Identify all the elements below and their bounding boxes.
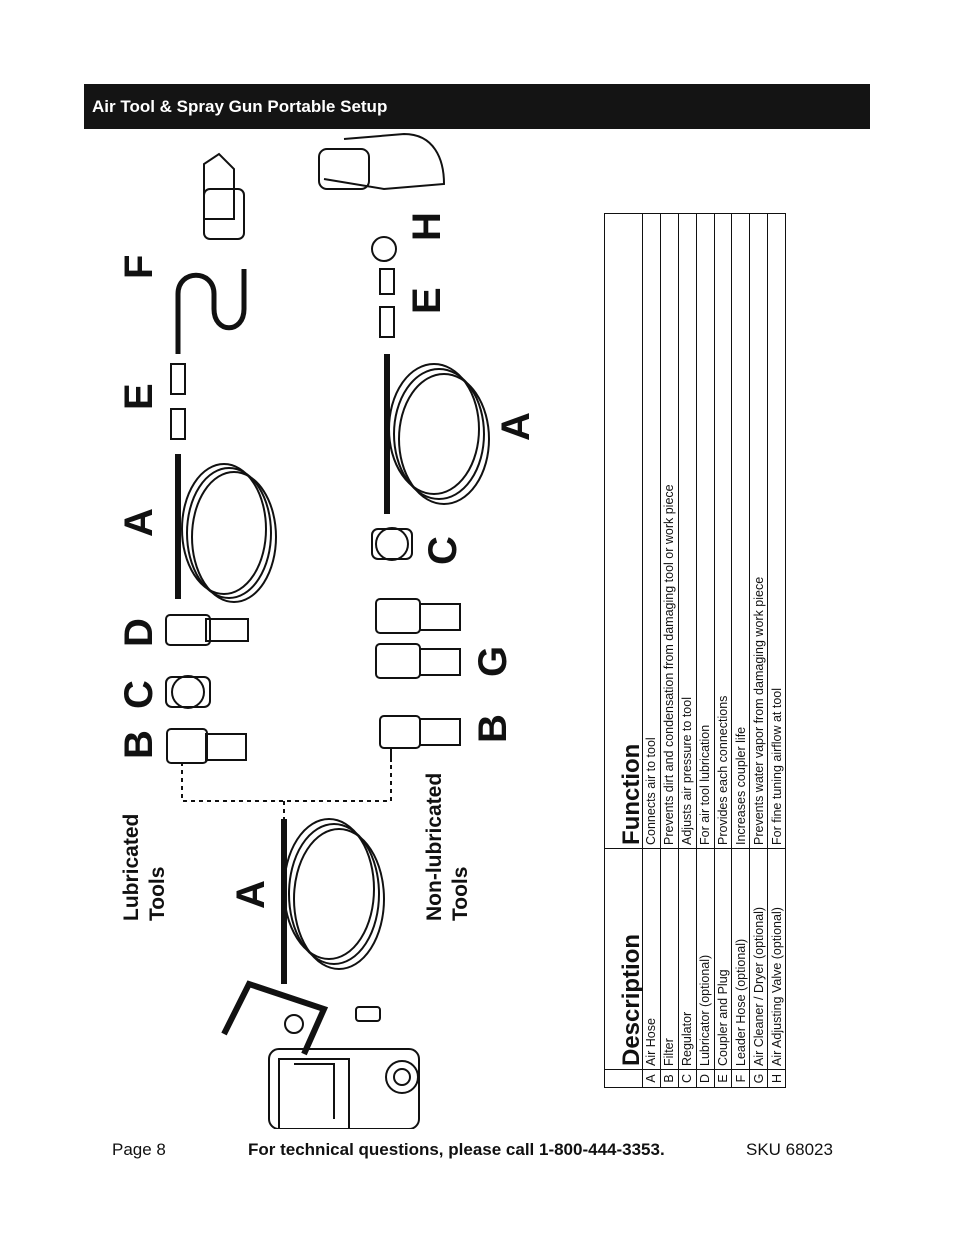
row-key: E bbox=[714, 1069, 732, 1088]
header-key bbox=[604, 1069, 643, 1088]
setup-diagram: A B C D A E F B G C A E H Lubricated Too… bbox=[117, 132, 538, 1129]
row-description: Air Hose bbox=[642, 848, 661, 1070]
non-lubricated-label-line2: Tools bbox=[449, 867, 472, 921]
row-function: For air tool lubrication bbox=[696, 213, 714, 849]
component-table: Description Function A Air Hose Connects… bbox=[604, 213, 786, 1088]
main-air-hose bbox=[281, 818, 385, 984]
table-row: F Leader Hose (optional) Increases coupl… bbox=[731, 213, 750, 1088]
label-c-top: C bbox=[117, 680, 161, 709]
table-row: B Filter Prevents dirt and condensation … bbox=[660, 213, 679, 1088]
lubricated-label-line2: Tools bbox=[146, 867, 169, 921]
table-row: E Coupler and Plug Provides each connect… bbox=[714, 213, 732, 1088]
row-description: Regulator bbox=[678, 848, 697, 1070]
bottom-row-components bbox=[318, 132, 490, 762]
row-description: Leader Hose (optional) bbox=[731, 848, 750, 1070]
lubricated-label-line1: Lubricated bbox=[120, 814, 143, 921]
row-function: Prevents water vapor from damaging work … bbox=[749, 213, 768, 849]
header-function: Function bbox=[604, 213, 643, 849]
air-compressor-illustration bbox=[221, 980, 420, 1129]
header-description: Description bbox=[604, 848, 643, 1070]
row-function: Connects air to tool bbox=[642, 213, 661, 849]
table-row: D Lubricator (optional) For air tool lub… bbox=[696, 213, 714, 1088]
row-description: Lubricator (optional) bbox=[696, 848, 714, 1070]
table-row: H Air Adjusting Valve (optional) For fin… bbox=[767, 213, 786, 1088]
row-function: Provides each connections bbox=[714, 213, 732, 849]
table-row: C Regulator Adjusts air pressure to tool bbox=[678, 213, 697, 1088]
label-c-bottom: C bbox=[421, 536, 465, 565]
section-header: Air Tool & Spray Gun Portable Setup bbox=[84, 84, 870, 129]
label-d-top: D bbox=[117, 618, 161, 647]
label-a-main: A bbox=[229, 880, 273, 909]
row-function: Adjusts air pressure to tool bbox=[678, 213, 697, 849]
row-key: H bbox=[767, 1069, 786, 1088]
label-g-bottom: G bbox=[471, 646, 515, 677]
row-key: G bbox=[749, 1069, 768, 1088]
table-row: G Air Cleaner / Dryer (optional) Prevent… bbox=[749, 213, 768, 1088]
tech-support-line: For technical questions, please call 1-8… bbox=[248, 1140, 665, 1159]
label-e-top: E bbox=[117, 383, 161, 410]
page-number: Page 8 bbox=[112, 1140, 166, 1159]
row-function: For fine tuning airflow at tool bbox=[767, 213, 786, 849]
row-description: Filter bbox=[660, 848, 679, 1070]
section-title: Air Tool & Spray Gun Portable Setup bbox=[92, 97, 388, 116]
row-function: Prevents dirt and condensation from dama… bbox=[660, 213, 679, 849]
row-key: D bbox=[696, 1069, 714, 1088]
row-function: Increases coupler life bbox=[731, 213, 750, 849]
label-h-bottom: H bbox=[405, 212, 449, 241]
label-b-top: B bbox=[117, 730, 161, 759]
table-row: A Air Hose Connects air to tool bbox=[642, 213, 661, 1088]
sku-number: SKU 68023 bbox=[746, 1140, 833, 1159]
row-description: Coupler and Plug bbox=[714, 848, 732, 1070]
component-table-container: Description Function A Air Hose Connects… bbox=[604, 213, 786, 1088]
row-key: F bbox=[731, 1069, 750, 1088]
top-row-components bbox=[165, 152, 277, 764]
label-a-top: A bbox=[117, 508, 161, 537]
table-header-row: Description Function bbox=[604, 213, 643, 1088]
row-key: B bbox=[660, 1069, 679, 1088]
row-description: Air Adjusting Valve (optional) bbox=[767, 848, 786, 1070]
label-b-bottom: B bbox=[471, 714, 515, 743]
row-description: Air Cleaner / Dryer (optional) bbox=[749, 848, 768, 1070]
non-lubricated-label-line1: Non-lubricated bbox=[423, 773, 446, 921]
label-f-top: F bbox=[117, 255, 161, 279]
label-e-bottom: E bbox=[405, 287, 449, 314]
row-key: A bbox=[642, 1069, 661, 1088]
row-key: C bbox=[678, 1069, 697, 1088]
label-a-bottom: A bbox=[494, 412, 538, 441]
